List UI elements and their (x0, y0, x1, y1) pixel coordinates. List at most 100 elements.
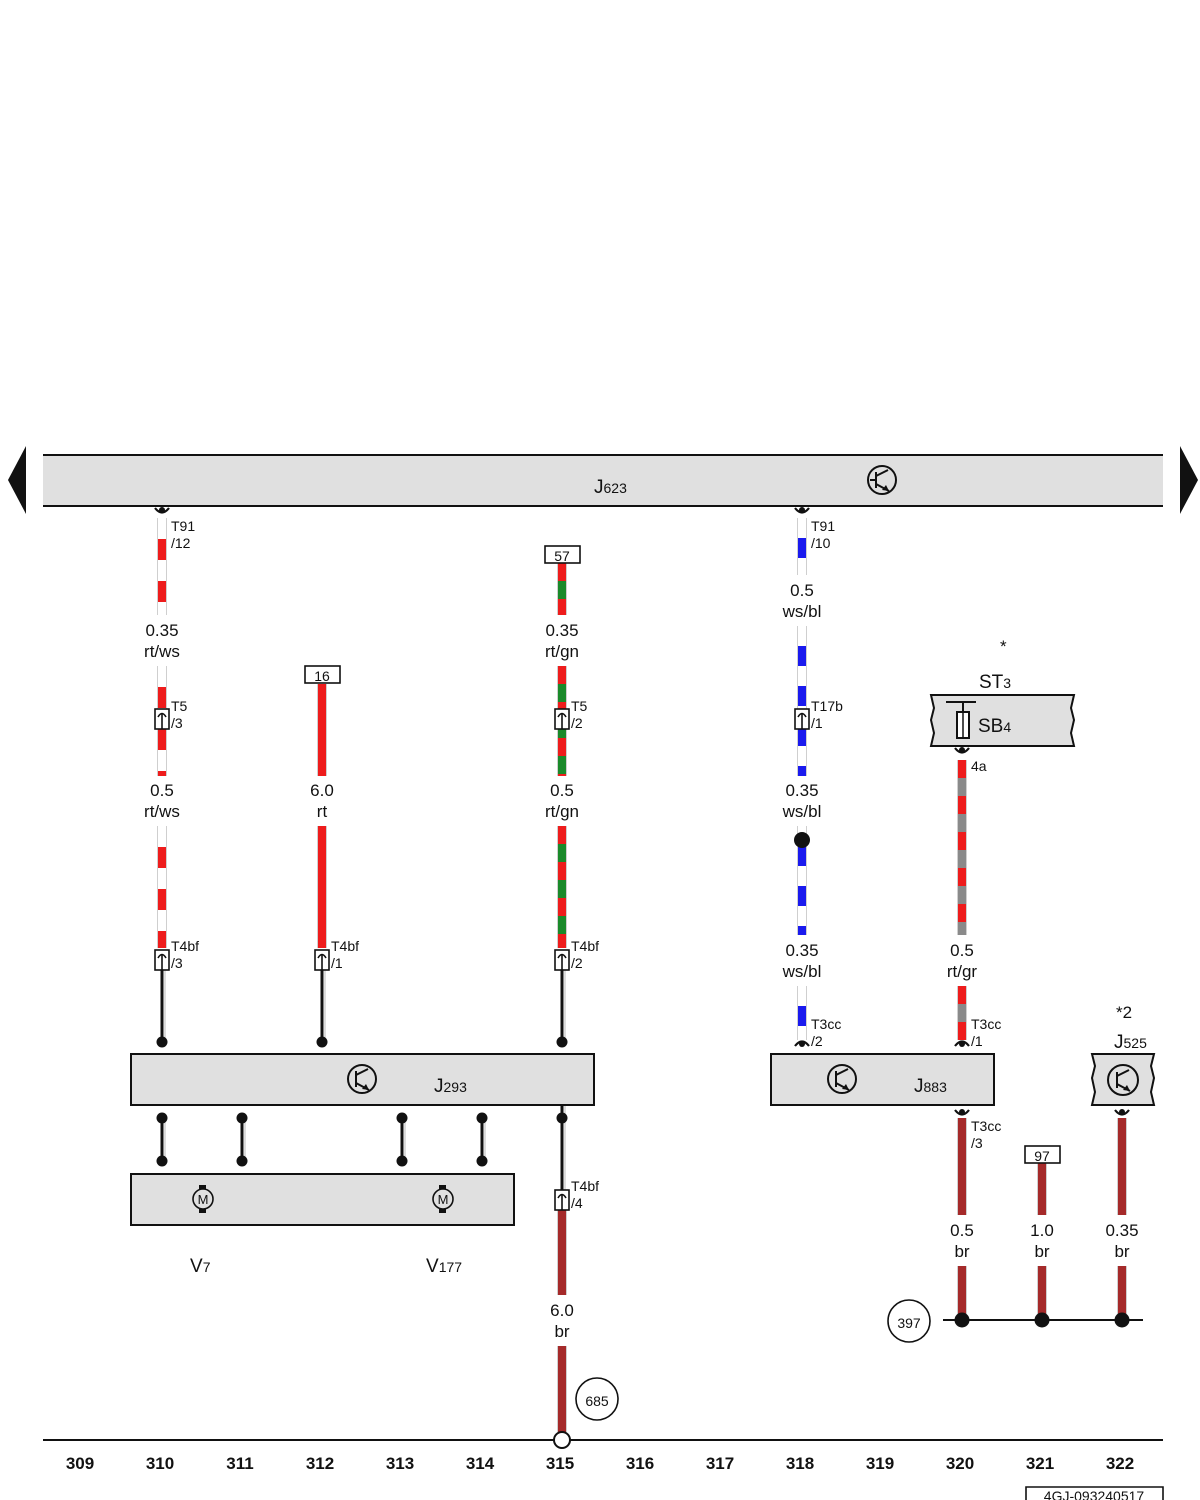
wire-stripe (798, 646, 806, 666)
t91-12-label: T91/12 (171, 518, 195, 551)
connector-pin-dot (159, 507, 165, 513)
connector-pin-dot (959, 1109, 965, 1115)
column-number: 312 (306, 1454, 334, 1473)
wire-stripe (158, 687, 166, 708)
connector-pin-dot (799, 1041, 805, 1047)
document-code: 4GJ-093240517 (1025, 1486, 1164, 1500)
column-number: 321 (1026, 1454, 1054, 1473)
junction-dot (156, 1155, 168, 1167)
wire-stripe (958, 814, 966, 832)
sb4-4a-label: 4a (971, 758, 987, 774)
svg-text:57: 57 (554, 548, 570, 564)
j623-module (43, 455, 1163, 506)
j525-note: *2 (1116, 1003, 1132, 1022)
wire-stripe (158, 539, 166, 560)
wire-segment (958, 1266, 966, 1320)
j525-label: J525 (1114, 1032, 1147, 1053)
wire-stripe (558, 916, 566, 934)
wire-stripe (558, 756, 566, 774)
sb4-label: SB4 (978, 716, 1011, 737)
v7-label: V7 (190, 1256, 211, 1277)
svg-text:685: 685 (585, 1393, 609, 1409)
v177-label: V177 (426, 1256, 462, 1277)
wire-stripe (958, 922, 966, 935)
column-number: 318 (786, 1454, 814, 1473)
ground-397[interactable]: 397 (887, 1299, 931, 1343)
wire-stripe (798, 538, 806, 558)
st3-label: ST3 (979, 672, 1011, 693)
wires-layer (157, 518, 1127, 1432)
junction-dot (1114, 1312, 1130, 1328)
prev-page-arrow-icon[interactable] (8, 446, 26, 514)
junction-dot (156, 1112, 168, 1124)
column-number: 314 (466, 1454, 495, 1473)
t5-3-label: T5/3 (171, 698, 188, 731)
junction-dot (476, 1155, 488, 1167)
motor-v177-icon: M (432, 1185, 454, 1213)
next-page-arrow-icon[interactable] (1180, 446, 1198, 514)
ground-terminal-icon (553, 1431, 571, 1449)
wire-segment (1038, 1163, 1046, 1215)
motor-v7-icon: M (192, 1185, 214, 1213)
motor-block (130, 1173, 515, 1226)
junction-dot (236, 1155, 248, 1167)
column-number: 319 (866, 1454, 894, 1473)
wire-stripe (798, 1006, 806, 1026)
junction-dot (954, 1312, 970, 1328)
transistor-icon (867, 465, 897, 495)
reference-57[interactable]: 57 (544, 545, 581, 564)
junction-dot (396, 1155, 408, 1167)
junction-dot (396, 1112, 408, 1124)
wire-segment (958, 760, 966, 935)
t5-2-label: T5/2 (571, 698, 588, 731)
reference-16[interactable]: 16 (304, 665, 341, 684)
t91-10-label: T91/10 (811, 518, 835, 551)
wire-stripe (558, 684, 566, 702)
wire-stripe (158, 581, 166, 602)
t3cc-3-label: T3cc/3 (971, 1118, 1001, 1151)
wire-stripe (558, 880, 566, 898)
wire-segment (318, 684, 326, 776)
wire-stripe (798, 766, 806, 776)
t4bf-4-label: T4bf/4 (571, 1178, 599, 1211)
junction-dot (1034, 1312, 1050, 1328)
column-number: 315 (546, 1454, 574, 1473)
t4bf-2-label: T4bf/2 (571, 938, 599, 971)
wire-segment (1038, 1266, 1046, 1320)
junction-dot (556, 1036, 568, 1048)
wire-segment (558, 1210, 566, 1295)
connector-pin-dot (959, 1041, 965, 1047)
wire-stripe (558, 844, 566, 862)
column-number: 310 (146, 1454, 174, 1473)
connector-pin-dot (1119, 1109, 1125, 1115)
junction-dot (794, 832, 810, 848)
ground-685[interactable]: 685 (575, 1377, 619, 1421)
svg-text:M: M (198, 1192, 209, 1207)
j525-module (1090, 1053, 1156, 1106)
svg-text:397: 397 (897, 1315, 921, 1331)
wire-stripe (958, 1004, 966, 1022)
wire-stripe (958, 850, 966, 868)
t3cc-1-label: T3cc/1 (971, 1016, 1001, 1049)
reference-97[interactable]: 97 (1024, 1145, 1061, 1164)
wire-stripe (798, 846, 806, 866)
connector-pin-dot (959, 747, 965, 753)
column-number: 322 (1106, 1454, 1134, 1473)
junction-dot (556, 1112, 568, 1124)
wire-segment (1118, 1118, 1126, 1215)
wire-stripe (798, 886, 806, 906)
j883-label: J883 (914, 1076, 947, 1097)
wire-segment (158, 826, 166, 948)
wire-stripe (798, 926, 806, 935)
